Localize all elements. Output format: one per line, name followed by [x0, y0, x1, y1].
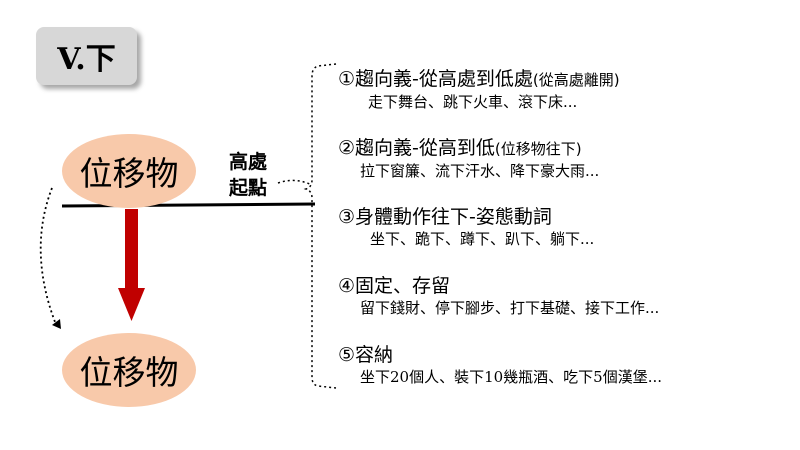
item-examples: 走下舞台、跳下火車、滾下床...	[368, 93, 578, 111]
high-label-line1: 高處	[229, 151, 268, 173]
node-moving-object-top: 位移物	[62, 134, 196, 208]
high-label-line2: 起點	[229, 177, 268, 199]
item-note: (位移物往下)	[494, 140, 582, 158]
item-head-text: ③身體動作往下-姿態動詞	[338, 206, 552, 228]
slide-title: V.下	[36, 27, 137, 85]
meaning-item-5: ⑤容納 坐下20個人、裝下10幾瓶酒、吃下5個漢堡...	[338, 343, 662, 387]
meaning-item-2: ②趨向義-從高到低(位移物往下) 拉下窗簾、流下汗水、降下豪大雨...	[338, 136, 599, 181]
item-heading: ①趨向義-從高處到低處(從高處離開)	[338, 67, 620, 92]
meaning-item-1: ①趨向義-從高處到低處(從高處離開) 走下舞台、跳下火車、滾下床...	[338, 67, 620, 112]
item-head-text: ⑤容納	[338, 344, 394, 366]
item-examples: 坐下20個人、裝下10幾瓶酒、吃下5個漢堡...	[360, 368, 663, 386]
dotted-arrow-head	[52, 319, 61, 329]
dotted-connector	[277, 179, 313, 186]
dotted-curve-arrow	[39, 187, 56, 323]
ground-line	[61, 202, 316, 208]
item-head-text: ②趨向義-從高到低	[338, 137, 495, 159]
item-examples: 坐下、跪下、蹲下、趴下、躺下...	[370, 230, 595, 248]
down-arrow-head	[118, 288, 145, 321]
item-head-text: ④固定、存留	[338, 275, 451, 297]
meaning-item-4: ④固定、存留 留下錢財、停下腳步、打下基礎、接下工作...	[338, 274, 659, 318]
item-heading: ④固定、存留	[338, 274, 659, 298]
item-heading: ③身體動作往下-姿態動詞	[338, 205, 594, 229]
high-start-label: 高處 起點	[229, 149, 267, 201]
item-head-text: ①趨向義-從高處到低處	[338, 68, 533, 90]
dotted-bracket	[303, 63, 337, 389]
item-examples: 留下錢財、停下腳步、打下基礎、接下工作...	[360, 299, 660, 317]
node-moving-object-bottom: 位移物	[62, 333, 196, 407]
item-note: (從高處離開)	[532, 71, 620, 89]
down-arrow-shaft	[125, 209, 138, 289]
item-examples: 拉下窗簾、流下汗水、降下豪大雨...	[360, 162, 600, 180]
meaning-item-3: ③身體動作往下-姿態動詞 坐下、跪下、蹲下、趴下、躺下...	[338, 205, 594, 249]
item-heading: ⑤容納	[338, 343, 662, 367]
item-heading: ②趨向義-從高到低(位移物往下)	[338, 136, 599, 161]
